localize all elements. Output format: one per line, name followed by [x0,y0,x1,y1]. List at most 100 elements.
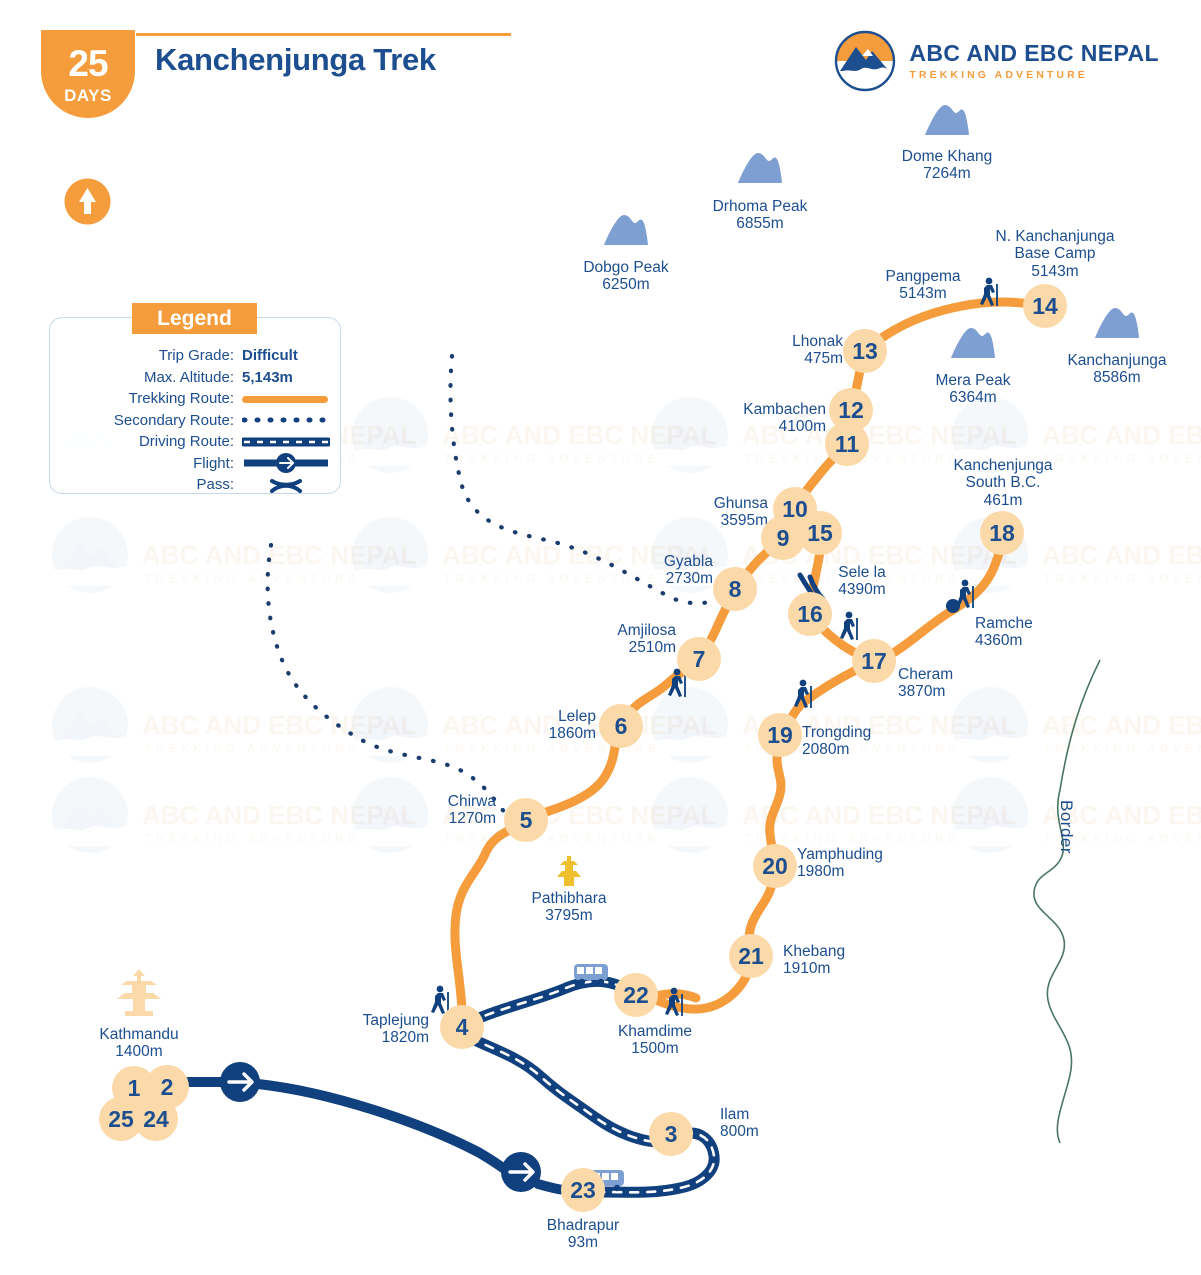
waypoint-node[interactable]: 12 [829,388,873,432]
legend-row-value: Difficult [242,347,298,365]
place-name: Yamphuding [797,846,883,863]
place-label-multiline: Kanchenjunga South B.C. 461m [953,457,1053,509]
place-name: Kambachen [743,401,826,418]
north-arrow [64,178,111,225]
svg-text:TREKKING ADVENTURE: TREKKING ADVENTURE [144,833,361,845]
place-name: Gyabla [663,553,713,570]
place-name: Ghunsa [713,495,768,512]
waypoint-node[interactable]: 16 [788,592,832,636]
place-altitude: 2510m [628,639,676,657]
legend-row-swatch-pass [242,475,337,495]
place-altitude: 475m [804,350,843,368]
legend-row: Trip Grade: Difficult [49,345,339,367]
legend-title: Legend [132,303,257,334]
svg-text:ABC AND EBC NEPAL: ABC AND EBC NEPAL [142,540,417,570]
svg-text:ABC AND EBC NEPAL: ABC AND EBC NEPAL [1042,710,1201,740]
svg-text:TREKKING ADVENTURE: TREKKING ADVENTURE [444,453,661,465]
mountain-peak-icon [734,149,786,190]
waypoint-node[interactable]: 7 [677,637,721,681]
place-altitude: 4360m [975,632,1023,650]
legend-row-key: Secondary Route: [113,411,234,429]
waypoint-node[interactable]: 8 [713,567,757,611]
place-name: Taplejung [362,1012,429,1029]
svg-text:TREKKING ADVENTURE: TREKKING ADVENTURE [444,833,661,845]
peak-name: Dobgo Peak [583,259,669,276]
mountain-peak-icon [1091,304,1143,345]
legend-row-key: Max. Altitude: [143,368,234,386]
place-name: Kathmandu [99,1026,179,1043]
place-altitude: 2080m [802,741,850,759]
place-name: Cheram [898,666,954,683]
place-altitude: 2730m [665,570,713,588]
waypoint-node[interactable]: 3 [649,1112,693,1156]
legend-row: Trekking Route: [49,388,339,410]
waypoint-node[interactable]: 6 [599,704,643,748]
waypoint-node[interactable]: 23 [561,1168,605,1212]
waypoint-node[interactable]: 5 [504,798,548,842]
waypoint-node[interactable]: 24 [134,1097,178,1141]
peak-altitude: 6855m [736,215,784,233]
logo-sub-text: TREKKING ADVENTURE [909,68,1088,81]
legend-row-key: Flight: [193,454,234,472]
peak-name: Kanchanjunga [1067,352,1167,369]
border-label: Border [1057,800,1076,855]
legend-row: Flight: [49,453,339,475]
peak-altitude: 6364m [949,389,997,407]
waypoint-node[interactable]: 15 [798,511,842,555]
svg-text:ABC AND EBC NEPAL: ABC AND EBC NEPAL [1042,540,1201,570]
waypoint-node[interactable]: 21 [729,934,773,978]
place-name: Khebang [783,943,846,960]
mountain-peak-icon [600,211,652,252]
plane-icon [219,1061,261,1108]
days-label: DAYS [64,85,112,105]
legend-row-swatch-flight [242,453,337,474]
peak-name: Dome Khang [901,148,993,165]
place-altitude: 1270m [448,810,496,828]
hiker-icon [663,987,689,1022]
peak-altitude: 7264m [923,165,971,183]
peak-name: Mera Peak [935,372,1011,389]
legend-row-key: Trip Grade: [158,347,234,365]
svg-text:ABC AND EBC NEPAL: ABC AND EBC NEPAL [742,800,1017,830]
waypoint-node[interactable]: 22 [614,973,658,1017]
waypoint-node[interactable]: 19 [758,713,802,757]
place-altitude: 1820m [381,1029,429,1047]
waypoint-node[interactable]: 13 [843,329,887,373]
place-name: Sele la [838,564,886,581]
place-name: Khamdime [617,1023,693,1040]
place-name: Pathibhara [531,890,607,907]
waypoint-node[interactable]: 20 [753,844,797,888]
waypoint-node[interactable]: 4 [440,1005,484,1049]
waypoint-node[interactable]: 14 [1023,284,1067,328]
svg-text:ABC AND EBC NEPAL: ABC AND EBC NEPAL [1042,420,1201,450]
mountain-peak-icon [947,324,999,365]
place-altitude: 3870m [898,683,946,701]
waypoint-node[interactable]: 18 [980,511,1024,555]
place-altitude: 1980m [797,863,845,881]
place-altitude: 800m [720,1123,759,1141]
bus-icon [572,962,612,991]
waypoint-node[interactable]: 17 [852,639,896,683]
peak-altitude: 6250m [602,276,650,294]
svg-text:TREKKING ADVENTURE: TREKKING ADVENTURE [1044,743,1201,755]
place-altitude: 1500m [631,1040,679,1058]
